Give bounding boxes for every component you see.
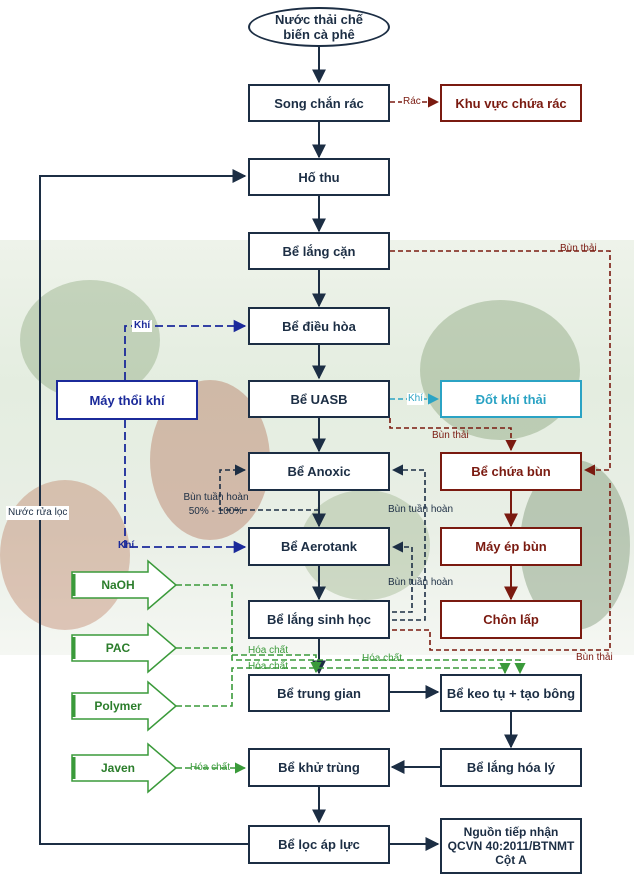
- label-bun-thai-3: Bùn thải: [576, 652, 613, 663]
- label-khi-3: Khí: [407, 393, 425, 405]
- label-rac: Rác: [402, 96, 422, 108]
- label-bun-tuan-hoan-3: Bùn tuần hoàn: [388, 577, 454, 588]
- node-song-chan-rac: Song chắn rác: [248, 84, 390, 122]
- nguon-line-1: Nguồn tiếp nhận: [463, 825, 559, 839]
- node-be-trung-gian: Bể trung gian: [248, 674, 390, 712]
- nguon-line-3: Cột A: [495, 853, 527, 867]
- label-bun-thai-2: Bùn thải: [432, 430, 469, 441]
- node-be-lang-sinh-hoc: Bể lắng sinh học: [248, 600, 390, 639]
- node-be-loc-ap-luc: Bể lọc áp lực: [248, 825, 390, 864]
- node-dot-khi-thai: Đốt khí thải: [440, 380, 582, 418]
- label-hoa-chat-1: Hóa chất: [248, 645, 289, 656]
- node-be-chua-bun: Bể chứa bùn: [440, 452, 582, 491]
- node-ho-thu: Hố thu: [248, 158, 390, 196]
- label-nuoc-rua-loc: Nước rửa lọc: [6, 506, 70, 520]
- chem-naoh: NaOH: [101, 578, 135, 592]
- node-nguon-tiep-nhan: Nguồn tiếp nhận QCVN 40:2011/BTNMT Cột A: [440, 818, 582, 874]
- node-be-aerotank: Bể Aerotank: [248, 527, 390, 566]
- node-may-ep-bun: Máy ép bùn: [440, 527, 582, 566]
- node-be-anoxic: Bể Anoxic: [248, 452, 390, 491]
- label-bun-tuan-hoan-1: Bùn tuần hoàn: [183, 492, 249, 503]
- node-be-keo-tu: Bể keo tụ + tạo bông: [440, 674, 582, 712]
- label-bun-tuan-hoan-pct: 50% - 100%: [188, 506, 244, 517]
- label-khi-2: Khí: [118, 540, 135, 551]
- chem-javen: Javen: [100, 761, 136, 775]
- start-line-1: Nước thải chế: [274, 12, 363, 27]
- node-be-lang-can: Bể lắng cặn: [248, 232, 390, 270]
- node-chon-lap: Chôn lấp: [440, 600, 582, 639]
- node-be-uasb: Bể UASB: [248, 380, 390, 418]
- start-node: Nước thải chế biến cà phê: [248, 7, 390, 47]
- node-be-dieu-hoa: Bể điều hòa: [248, 307, 390, 345]
- label-hoa-chat-2: Hóa chất: [362, 653, 403, 664]
- start-line-2: biến cà phê: [283, 27, 355, 42]
- node-be-lang-hoa-ly: Bể lắng hóa lý: [440, 748, 582, 787]
- label-bun-tuan-hoan-2: Bùn tuần hoàn: [388, 504, 454, 515]
- label-bun-thai-1: Bùn thải: [560, 243, 597, 254]
- node-khu-vuc-chua-rac: Khu vực chứa rác: [440, 84, 582, 122]
- chem-pac: PAC: [105, 641, 131, 655]
- nguon-line-2: QCVN 40:2011/BTNMT: [447, 839, 575, 853]
- label-khi-1: Khí: [132, 320, 153, 332]
- label-hoa-chat-3: Hóa chất: [248, 661, 289, 672]
- node-may-thoi-khi: Máy thổi khí: [56, 380, 198, 420]
- node-be-khu-trung: Bể khử trùng: [248, 748, 390, 787]
- chem-polymer: Polymer: [94, 699, 142, 713]
- label-hoa-chat-4: Hóa chất: [190, 762, 231, 773]
